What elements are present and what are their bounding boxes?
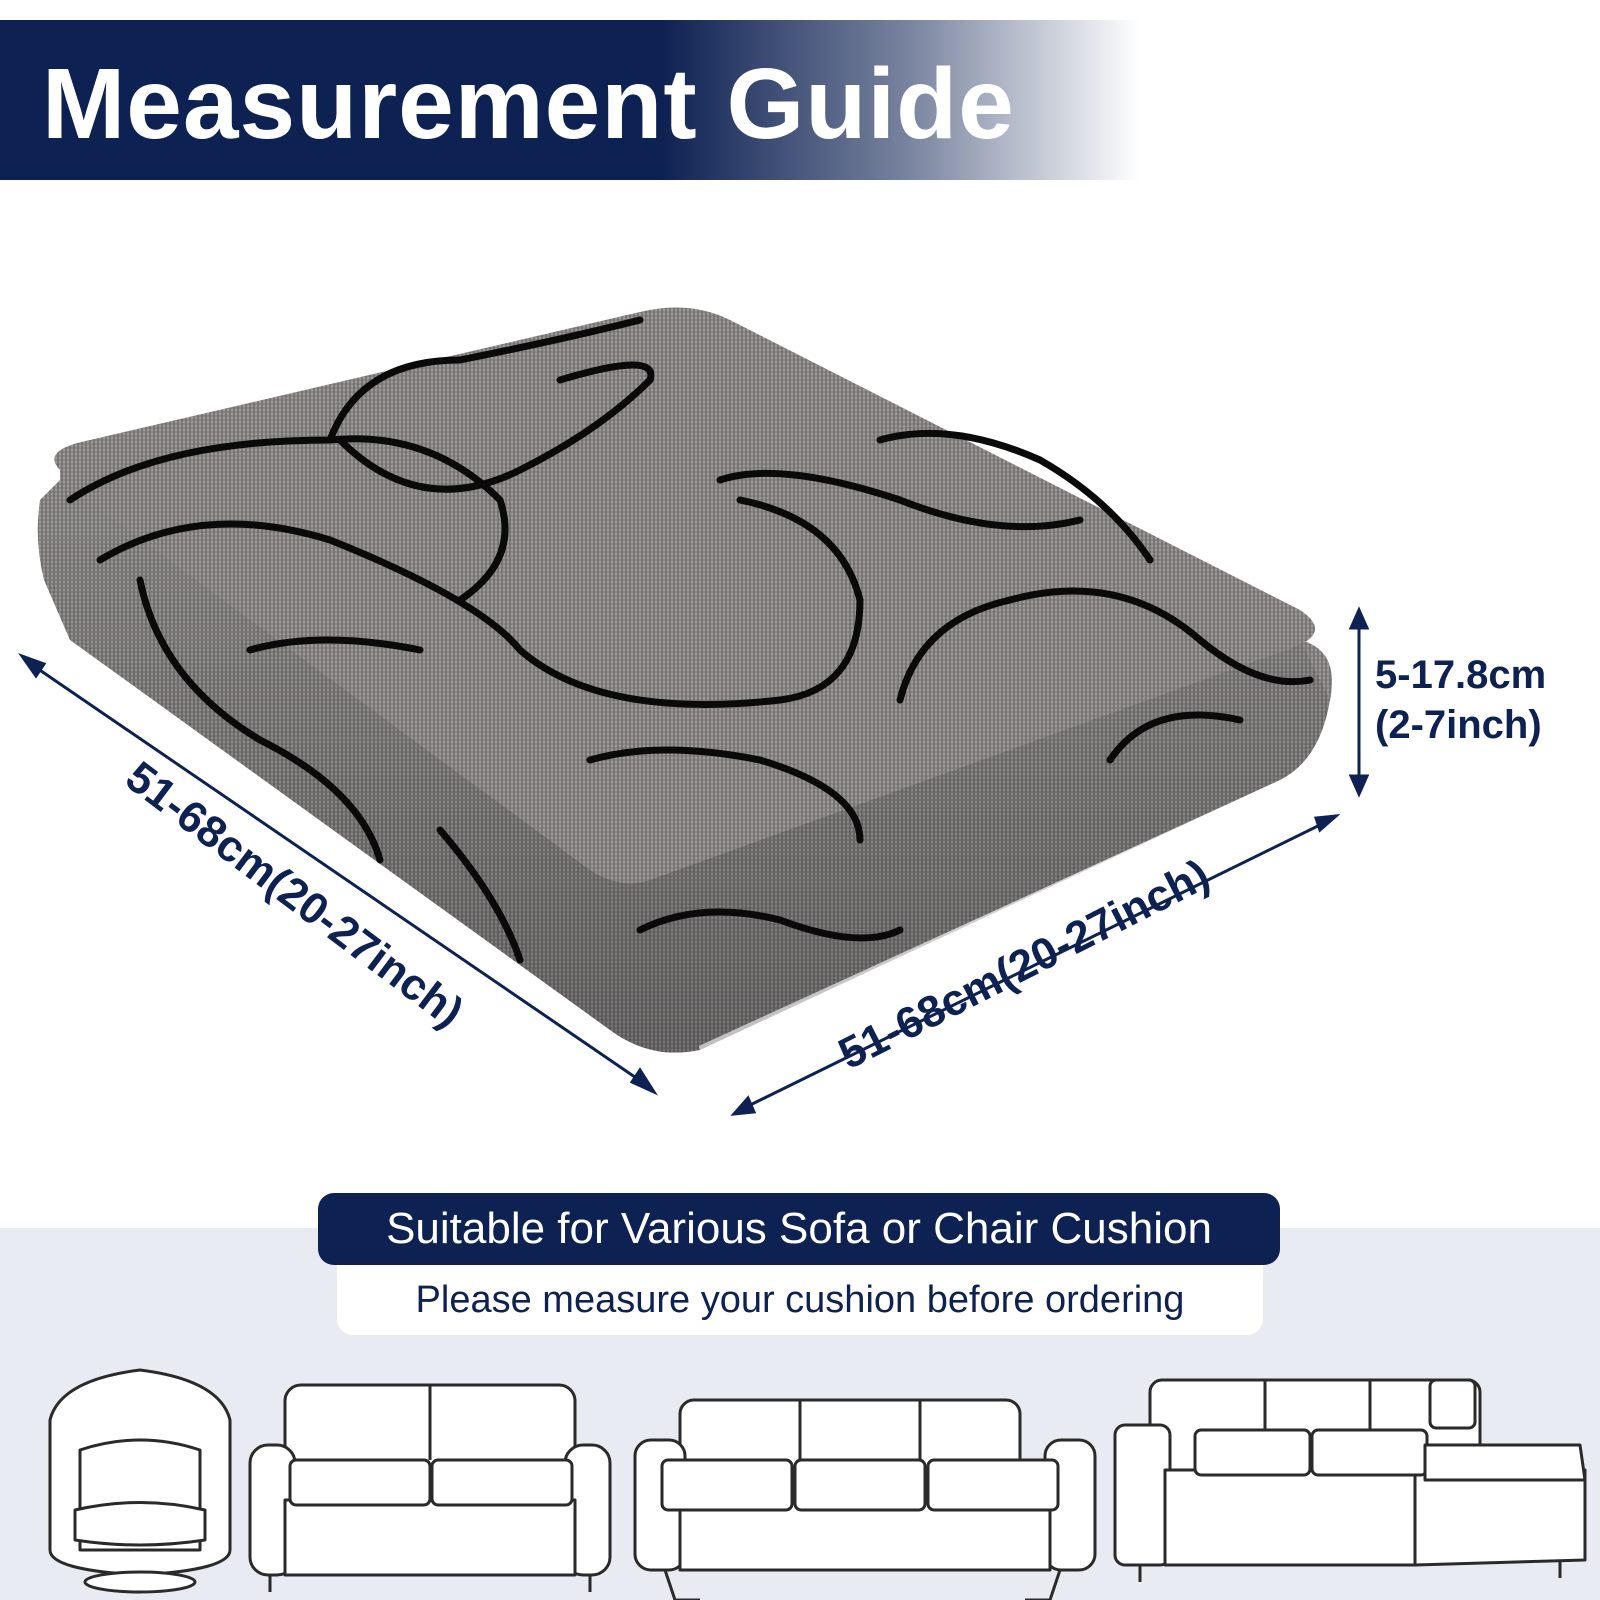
dimension-arrows (18, 606, 1370, 1116)
info-headline: Suitable for Various Sofa or Chair Cushi… (318, 1193, 1280, 1265)
three-seat-sofa-icon (633, 1398, 1097, 1600)
dimension-height-inch: (2-7inch) (1375, 703, 1542, 747)
dimension-height: 5-17.8cm (2-7inch) (1375, 650, 1546, 750)
armchair-icon (48, 1368, 232, 1594)
page-title: Measurement Guide (42, 48, 1015, 160)
cushion-top (54, 307, 1315, 884)
cushion-illustration (37, 307, 1332, 1053)
info-subline: Please measure your cushion before order… (337, 1265, 1263, 1335)
header-banner: Measurement Guide (0, 20, 1140, 180)
loveseat-icon (248, 1383, 612, 1592)
sofa-illustrations (48, 1368, 1587, 1600)
sectional-sofa-icon (1113, 1378, 1587, 1582)
dimension-height-cm: 5-17.8cm (1375, 653, 1547, 697)
